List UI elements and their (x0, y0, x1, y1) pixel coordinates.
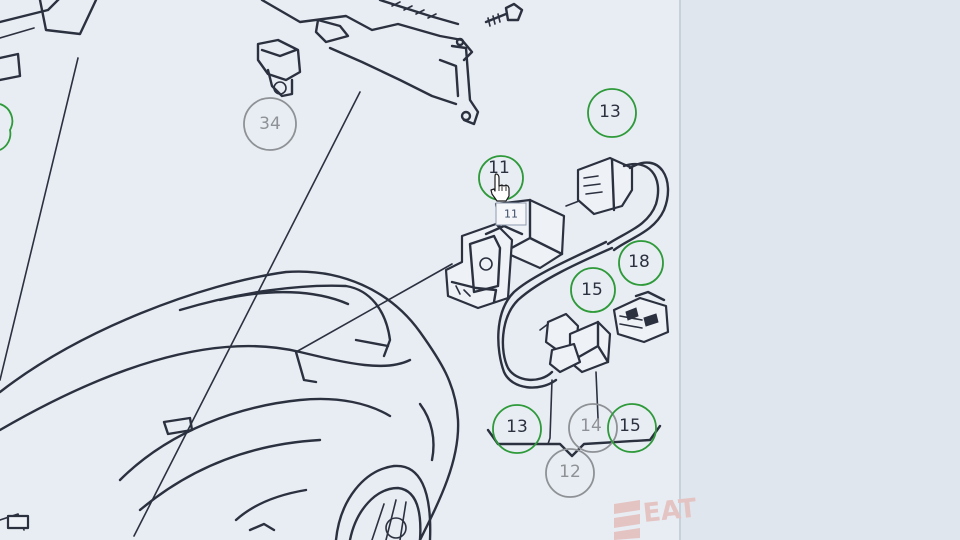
tooltip-label: 11 (504, 208, 518, 221)
callout-15-mid-label: 15 (581, 280, 603, 300)
callout-edge-partial (0, 103, 14, 151)
top-left-housing (0, 0, 98, 82)
tooltip: 11 (495, 202, 527, 226)
control-module (260, 0, 480, 126)
callout-34-label: 34 (259, 114, 281, 134)
callout-12-label: 12 (559, 462, 581, 482)
socket-15-14 (539, 312, 612, 445)
brand-logo: EAT (614, 493, 698, 540)
callout-12[interactable]: 12 (545, 448, 595, 498)
right-margin (680, 0, 960, 540)
callout-13-top-label: 13 (599, 102, 621, 122)
logo-text: EAT (642, 493, 699, 528)
callout-15-bottom-label: 15 (619, 416, 641, 436)
connector-18 (612, 290, 670, 344)
leader-lines (0, 57, 593, 537)
clip-part (256, 18, 350, 98)
hand-pointer-icon (490, 173, 510, 202)
seat-logo-icon (614, 500, 640, 540)
callout-18-label: 18 (628, 252, 650, 272)
car-wheel (334, 464, 432, 540)
callout-15-mid[interactable]: 15 (570, 267, 616, 313)
diagram-panel (0, 0, 680, 540)
car-outline (0, 270, 460, 540)
callout-34[interactable]: 34 (243, 97, 297, 151)
callout-11-label: 11 (488, 158, 510, 178)
callout-13-bottom[interactable]: 13 (492, 404, 542, 454)
callout-14-label: 14 (580, 416, 602, 436)
callout-18[interactable]: 18 (618, 240, 664, 286)
callout-13-top[interactable]: 13 (587, 88, 637, 138)
callout-14[interactable]: 14 (568, 403, 618, 453)
screw (484, 2, 524, 27)
callout-15-bottom[interactable]: 15 (607, 403, 657, 453)
connector-13 (497, 156, 670, 389)
callout-13-bottom-label: 13 (506, 417, 528, 437)
